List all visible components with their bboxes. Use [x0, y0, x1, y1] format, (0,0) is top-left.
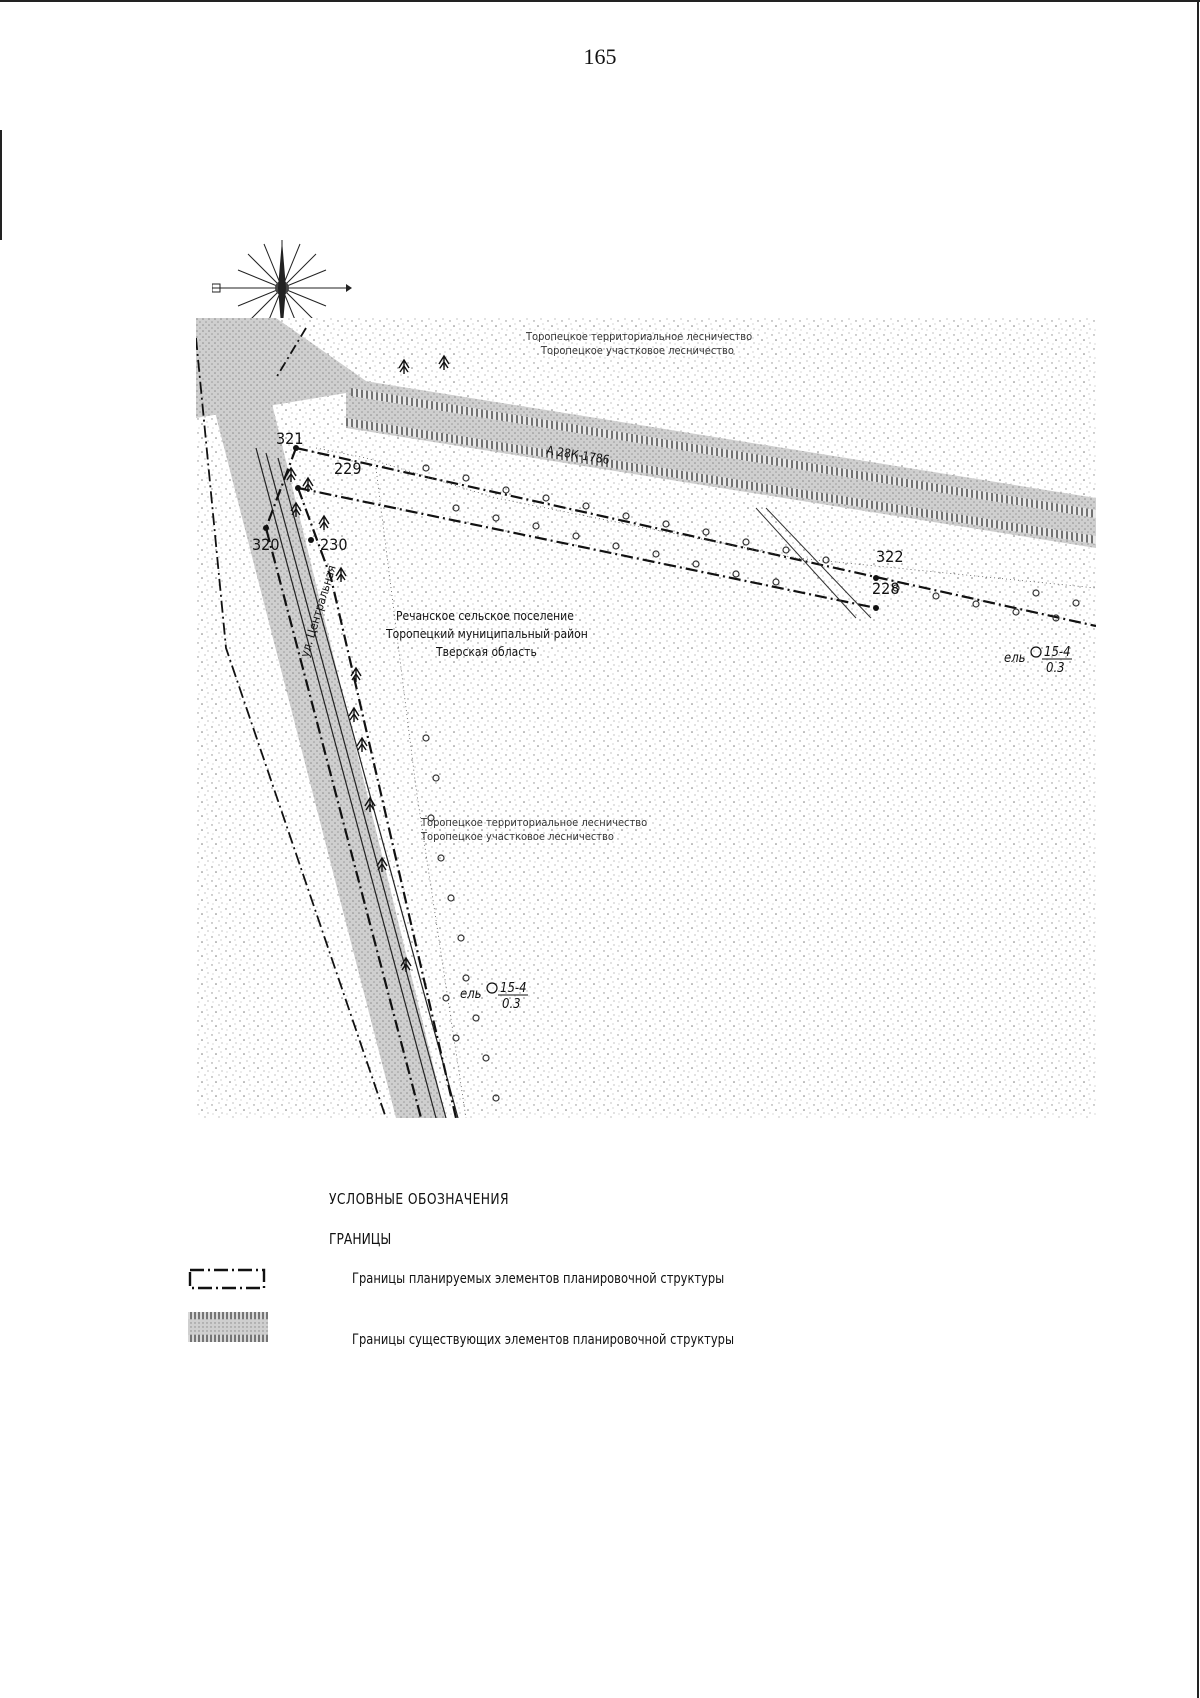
svg-text:0.3: 0.3: [1046, 661, 1065, 676]
settlement-label-2: Торопецкий муниципальный район: [385, 627, 588, 641]
settlement-label-3: Тверская область: [435, 645, 537, 659]
legend-subtitle: ГРАНИЦЫ: [329, 1230, 392, 1248]
forestry-label-mid-1: Торопецкое территориальное лесничество: [420, 816, 647, 829]
forestry-label-top-2: Торопецкое участковое лесничество: [540, 344, 734, 357]
planned-boundary-inner-west: [296, 487, 458, 1118]
page-number: 165: [583, 44, 617, 69]
point-label-229: 229: [334, 459, 361, 478]
forestry-label-top-1: Торопецкое территориальное лесничество: [525, 330, 752, 343]
point-label-320: 320: [252, 535, 279, 554]
road-hatched-border-top: [351, 388, 1096, 518]
tree-note-right: ель 15-4 0.3: [1004, 645, 1072, 676]
scrub-symbols: [422, 464, 1080, 1102]
page-edge-left-mark: [0, 130, 2, 240]
page-edge-top: [0, 0, 1200, 2]
point-label-321: 321: [276, 429, 303, 448]
svg-text:15-4: 15-4: [1044, 645, 1071, 660]
planned-boundary-north: [295, 446, 1096, 628]
forestry-label-mid-2: Торопецкое участковое лесничество: [420, 830, 614, 843]
point-label-230: 230: [320, 535, 347, 554]
point-label-322: 322: [876, 547, 903, 566]
conifer-tree-symbols: [285, 354, 450, 972]
compass-rose-icon: [212, 240, 352, 336]
page-edge-right: [1197, 0, 1199, 1698]
svg-text:15-4: 15-4: [500, 981, 527, 996]
svg-text:0.3: 0.3: [502, 997, 521, 1012]
road-hatched-border-bottom: [346, 418, 1096, 544]
planned-boundary-inner: [297, 486, 877, 610]
svg-text:ель: ель: [460, 987, 482, 1002]
legend-label-planned: Границы планируемых элементов планировоч…: [352, 1271, 725, 1287]
boundary-point-markers: [263, 445, 879, 611]
legend-item-existing: Границы существующих элементов планирово…: [186, 1310, 886, 1348]
tree-note-bottom: ель 15-4 0.3: [460, 981, 528, 1012]
map-area: Торопецкое территориальное лесничество Т…: [196, 318, 1096, 1118]
legend-item-planned: Границы планируемых элементов планировоч…: [186, 1266, 886, 1296]
map-svg: Торопецкое территориальное лесничество Т…: [196, 318, 1096, 1118]
svg-text:ель: ель: [1004, 651, 1026, 666]
point-label-228: 228: [872, 579, 899, 598]
legend-label-existing: Границы существующих элементов планирово…: [352, 1332, 735, 1348]
existing-boundary-symbol-icon: [188, 1312, 268, 1342]
planned-boundary-symbol-icon: [188, 1268, 266, 1290]
legend-title: УСЛОВНЫЕ ОБОЗНАЧЕНИЯ: [329, 1190, 509, 1208]
planned-boundary-west: [264, 447, 423, 1118]
settlement-label-1: Речанское сельское поселение: [396, 609, 574, 623]
